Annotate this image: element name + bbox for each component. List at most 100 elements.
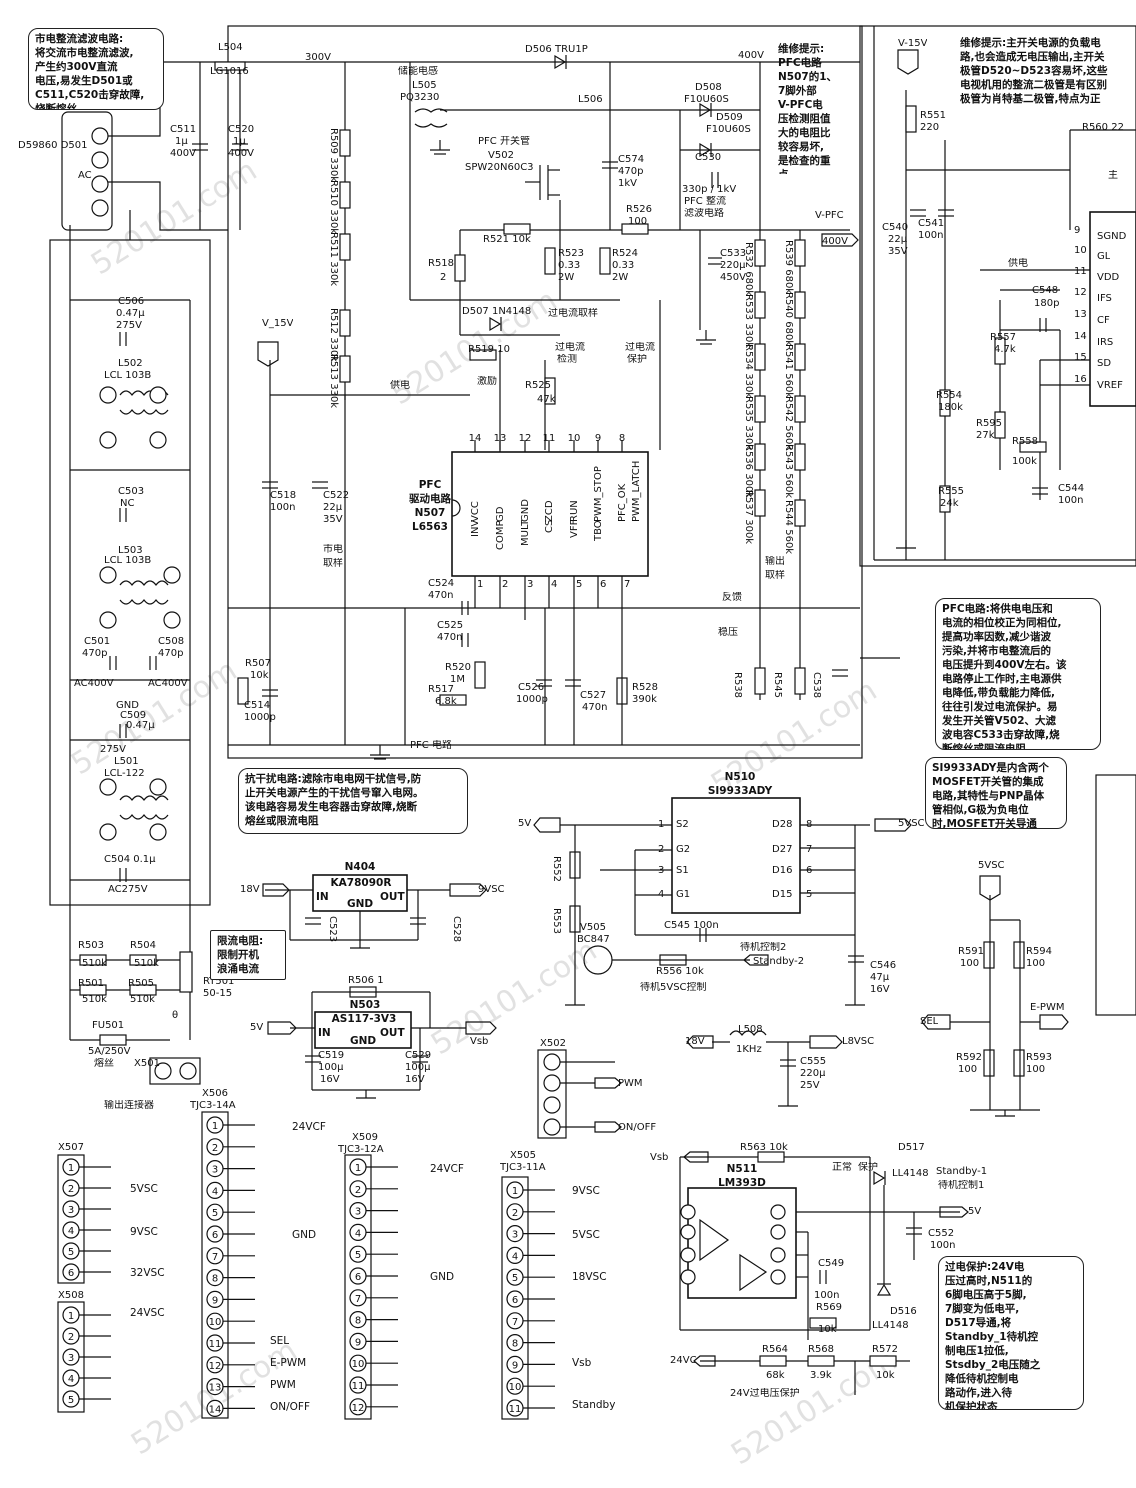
label-r503v: 510k bbox=[82, 958, 107, 969]
label-c520a: 1μ bbox=[233, 136, 246, 147]
label-c524: C524 bbox=[428, 578, 455, 589]
label-sel: SEL bbox=[920, 1016, 939, 1027]
label-v505: V505 bbox=[580, 922, 606, 933]
label-x501: X501 bbox=[134, 1058, 160, 1069]
n507-ic-body bbox=[451, 451, 649, 577]
label-r525: R525 bbox=[525, 380, 552, 391]
label-vpfcv: 400V bbox=[822, 236, 848, 247]
label-r569: R569 bbox=[816, 1302, 843, 1313]
connector-label-gnd3: GND bbox=[430, 1271, 455, 1283]
n507-pin-name: TBO bbox=[593, 520, 604, 541]
n503-ref: N503 bbox=[349, 999, 381, 1011]
label-v300: 300V bbox=[305, 52, 331, 63]
label-reg: 稳压 bbox=[718, 627, 738, 638]
label-mains2: 取样 bbox=[323, 558, 343, 569]
label-c529a: 100μ bbox=[405, 1062, 431, 1073]
connector-label-pwm2: PWM bbox=[270, 1379, 296, 1391]
label-c533b: 450V bbox=[720, 272, 746, 283]
label-c525v: 470n bbox=[437, 632, 463, 643]
n510-pin-right: D16 bbox=[772, 865, 793, 876]
label-c526v: 1000p bbox=[516, 694, 548, 705]
n507-pin-name: CS bbox=[544, 520, 555, 534]
label-c546b: 16V bbox=[870, 984, 890, 995]
label-r554v: 180k bbox=[938, 402, 963, 413]
svg-text:2: 2 bbox=[512, 1208, 518, 1219]
svg-text:6: 6 bbox=[212, 1230, 218, 1241]
svg-text:3: 3 bbox=[68, 1205, 74, 1216]
label-v15: V_15V bbox=[262, 318, 294, 329]
label-r501: R501 bbox=[78, 978, 105, 989]
label-sb1a: Standby-1 bbox=[936, 1166, 988, 1177]
label-l505c: PQ3230 bbox=[400, 92, 440, 103]
svg-text:4: 4 bbox=[212, 1186, 218, 1197]
label-c530: C530 bbox=[695, 152, 722, 163]
label-r518v: 2 bbox=[440, 272, 447, 283]
label-c520: C520 bbox=[228, 124, 255, 135]
label-c511: C511 bbox=[170, 124, 197, 135]
label-vsb2: Vsb bbox=[650, 1152, 669, 1163]
n503-part: AS117-3V3 bbox=[331, 1013, 397, 1025]
label-r526: R526 bbox=[626, 204, 653, 215]
n510-pin-right: D15 bbox=[772, 889, 793, 900]
label-l508: L508 bbox=[738, 1024, 763, 1035]
svg-text:5: 5 bbox=[212, 1208, 218, 1219]
label-r528: R528 bbox=[632, 682, 659, 693]
label-x505: X505 bbox=[510, 1150, 536, 1161]
label-normal: 正常 bbox=[832, 1162, 852, 1173]
label-d501: D59860 D501 bbox=[18, 140, 88, 151]
label-r544: R544 560k bbox=[783, 500, 794, 555]
label-v5vsc: 5VSC bbox=[898, 818, 925, 829]
svg-text:4: 4 bbox=[355, 1228, 361, 1239]
label-r505v: 510k bbox=[130, 994, 155, 1005]
label-drive: 激励 bbox=[477, 376, 497, 387]
label-ocp2: 保护 bbox=[627, 354, 647, 365]
label-r568v: 3.9k bbox=[810, 1370, 832, 1381]
main-ic-pin-num: 12 bbox=[1074, 287, 1087, 298]
label-c541: C541 bbox=[918, 218, 945, 229]
n503-out: OUT bbox=[380, 1027, 405, 1039]
label-c546a: 47μ bbox=[870, 972, 890, 983]
label-c519a: 100μ bbox=[318, 1062, 344, 1073]
svg-text:7: 7 bbox=[512, 1317, 518, 1328]
note-emi-desc: 抗干扰电路:滤除市电电网干扰信号,防 止开关电源产生的干扰信号窜入电网。 该电路… bbox=[238, 768, 468, 834]
label-l502: L502 bbox=[118, 358, 143, 369]
label-c549v: 100n bbox=[814, 1290, 840, 1301]
label-d506: D506 TRU1P bbox=[525, 44, 588, 55]
label-c529b: 16V bbox=[405, 1074, 425, 1085]
note-ovp: 过电保护:24V电 压过高时,N511的 6脚电压高于5脚, 7脚变为低电平, … bbox=[938, 1256, 1084, 1410]
n510-pin-left: S2 bbox=[676, 819, 689, 830]
label-d507: D507 1N4148 bbox=[462, 306, 532, 317]
label-onoff: ON/OFF bbox=[618, 1122, 657, 1133]
connector-label-x505-18: 18VSC bbox=[572, 1271, 607, 1283]
label-r520v: 1M bbox=[450, 674, 465, 685]
label-r541: R541 560k bbox=[783, 344, 794, 399]
label-r509: R509 330k bbox=[328, 128, 339, 183]
n404-in: IN bbox=[316, 891, 329, 903]
label-v5vsc2: 5VSC bbox=[978, 860, 1005, 871]
label-r534: R534 330k bbox=[743, 344, 754, 399]
main-ic-pin-num: 10 bbox=[1074, 245, 1087, 256]
label-r505: R505 bbox=[128, 978, 155, 989]
label-c504: C504 0.1μ bbox=[104, 854, 156, 865]
label-c552v: 100n bbox=[930, 1240, 956, 1251]
label-r510: R510 330k bbox=[328, 180, 339, 235]
label-c511b: 400V bbox=[170, 148, 196, 159]
label-ocs: 过电流取样 bbox=[548, 308, 598, 319]
label-x506: X506 bbox=[202, 1088, 228, 1099]
n507-pin-name: ZCD bbox=[544, 500, 555, 522]
label-r592v: 100 bbox=[958, 1064, 978, 1075]
svg-text:3: 3 bbox=[512, 1230, 518, 1241]
label-pfcfilt: PFC 整流 bbox=[684, 196, 726, 207]
pfc-frame bbox=[227, 25, 863, 759]
label-c522a: 22μ bbox=[323, 502, 343, 513]
main-controller-ic bbox=[1089, 211, 1136, 407]
main-ic-pin-num: 15 bbox=[1074, 352, 1087, 363]
label-r557: R557 bbox=[990, 332, 1017, 343]
label-d508p: F10U60S bbox=[684, 94, 729, 105]
label-sb2a: 待机控制2 bbox=[740, 942, 787, 953]
label-c522: C522 bbox=[323, 490, 350, 501]
label-r533: R533 330k bbox=[743, 294, 754, 349]
label-l505b: L505 bbox=[412, 80, 437, 91]
main-ic-pin-num: 11 bbox=[1074, 266, 1087, 277]
